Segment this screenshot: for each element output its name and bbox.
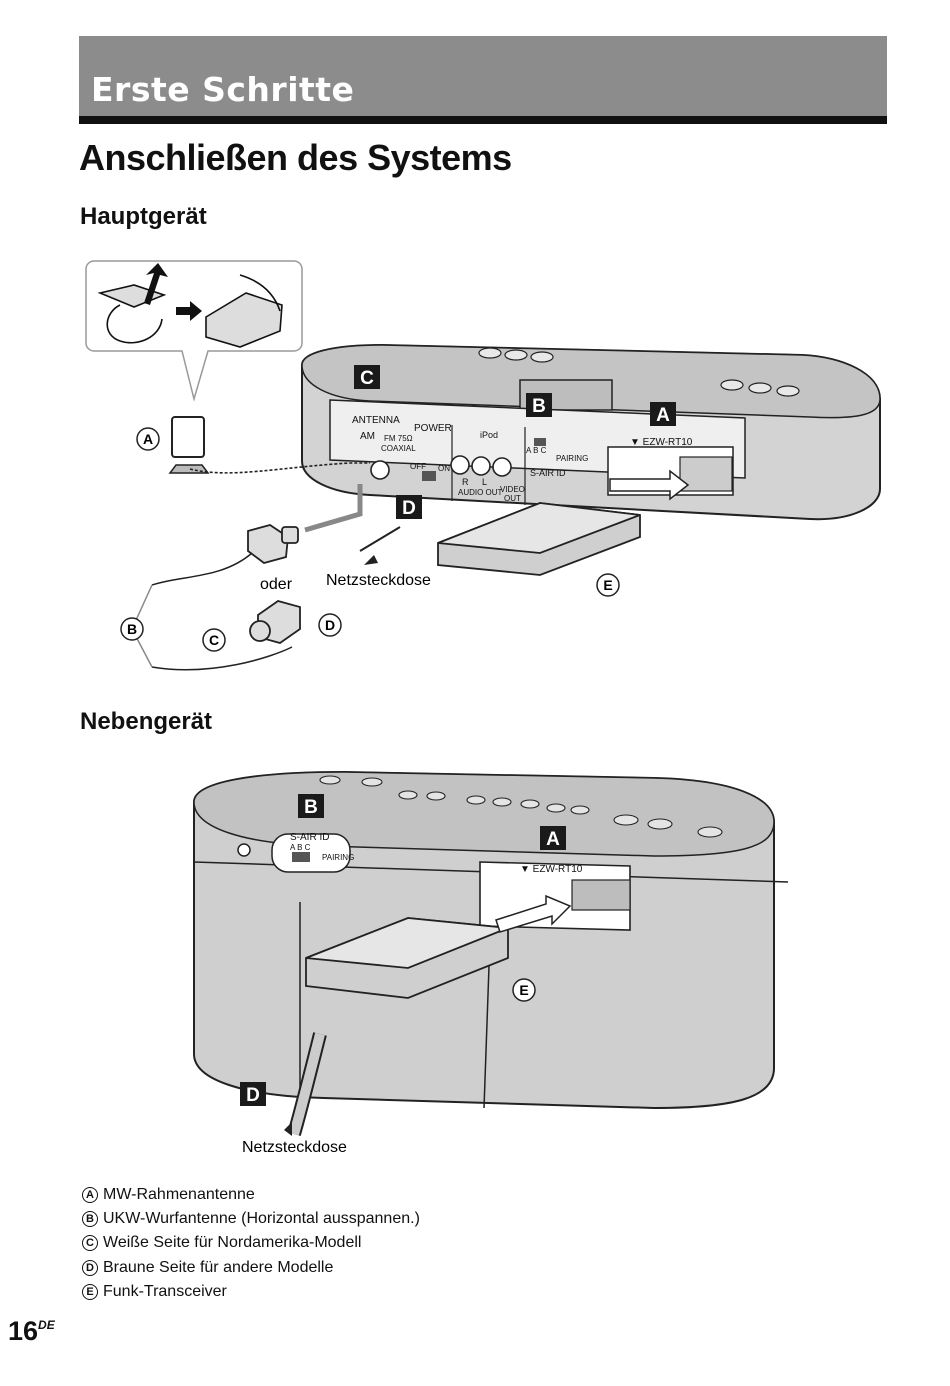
callout-circle-a-main: A (136, 427, 160, 451)
label-audio-out: AUDIO OUT (458, 488, 503, 497)
legend-text: UKW-Wurfantenne (Horizontal ausspannen.) (103, 1210, 420, 1228)
callout-box-a-main: A (650, 402, 676, 426)
callout-circle-e-sub: E (512, 978, 536, 1002)
label-sair-id-sub: S-AIR ID (290, 832, 329, 843)
transceiver-card-sub (305, 894, 572, 999)
svg-text:E: E (603, 577, 612, 593)
legend-text: Weiße Seite für Nordamerika-Modell (103, 1234, 362, 1252)
label-off: OFF (410, 462, 426, 471)
antenna-assembly-inset (85, 260, 303, 402)
fm-plug (249, 600, 301, 644)
callout-circle-c-main: C (202, 628, 226, 652)
loop-antenna (168, 416, 210, 474)
svg-text:A: A (546, 829, 560, 850)
label-l: L (482, 477, 487, 487)
label-model: ▼ EZW-RT10 (630, 437, 693, 448)
svg-text:E: E (519, 982, 528, 998)
callout-box-b-sub: B (298, 794, 324, 818)
legend-key: A (82, 1187, 98, 1204)
svg-text:D: D (246, 1085, 260, 1106)
label-model-sub: ▼ EZW-RT10 (520, 864, 583, 875)
label-video: VIDEO (500, 485, 525, 494)
callout-box-b-main: B (526, 393, 552, 417)
svg-text:C: C (209, 632, 219, 648)
sub-unit-heading: Nebengerät (80, 708, 213, 735)
label-abc: A B C (526, 446, 547, 455)
legend-key: E (82, 1283, 98, 1300)
svg-text:D: D (325, 617, 335, 633)
svg-text:C: C (360, 368, 374, 389)
label-outlet-main: Netzsteckdose (326, 572, 431, 589)
legend-item: C Weiße Seite für Nordamerika-Modell (82, 1231, 420, 1255)
section-header-bar: Erste Schritte (79, 36, 887, 124)
label-ipod: iPod (480, 430, 498, 440)
section-title: Erste Schritte (91, 70, 355, 109)
callout-box-c-main: C (354, 365, 380, 389)
legend-key: D (82, 1259, 98, 1276)
legend-key: C (82, 1235, 98, 1252)
main-unit-heading: Hauptgerät (80, 203, 207, 230)
legend-item: A MW-Rahmenantenne (82, 1183, 420, 1207)
label-outlet-sub: Netzsteckdose (242, 1139, 347, 1156)
sub-unit-diagram: B A D E S-AIR ID A B C PAIRING ▼ EZW-RT1… (193, 770, 789, 1156)
page-title: Anschließen des Systems (79, 137, 512, 178)
page-number: 16DE (8, 1316, 55, 1347)
svg-text:D: D (402, 498, 416, 519)
label-on: ON (438, 464, 450, 473)
page-number-suffix: DE (38, 1318, 55, 1332)
svg-text:B: B (304, 797, 318, 818)
label-antenna: ANTENNA (352, 415, 400, 426)
main-unit-diagram: C B A D A B C D E (85, 260, 881, 671)
label-oder: oder (260, 576, 293, 593)
callout-circle-d-main: D (318, 613, 342, 637)
legend-item: D Braune Seite für andere Modelle (82, 1256, 420, 1280)
callout-box-d-main: D (396, 495, 422, 519)
svg-text:A: A (143, 431, 153, 447)
callout-box-a-sub: A (540, 826, 566, 850)
legend-list: A MW-Rahmenantenne B UKW-Wurfantenne (Hori… (82, 1183, 420, 1304)
page-number-value: 16 (8, 1316, 39, 1346)
label-sair-id: S-AIR ID (530, 468, 566, 478)
callout-circle-b-main: B (120, 617, 144, 641)
callout-box-d-sub: D (240, 1082, 266, 1106)
label-fm: FM 75Ω (384, 434, 413, 443)
label-pairing: PAIRING (556, 454, 588, 463)
label-pairing-sub: PAIRING (322, 853, 354, 862)
label-r: R (462, 477, 469, 487)
label-out: OUT (504, 494, 521, 503)
svg-text:B: B (532, 396, 546, 417)
main-unit-body (301, 343, 881, 521)
label-am: AM (360, 431, 375, 442)
label-power: POWER (414, 423, 452, 434)
legend-text: Funk-Transceiver (103, 1282, 227, 1300)
svg-text:A: A (656, 405, 670, 426)
legend-item: B UKW-Wurfantenne (Horizontal ausspannen.… (82, 1207, 420, 1231)
callout-circle-e-main: E (596, 573, 620, 597)
label-coaxial: COAXIAL (381, 444, 416, 453)
label-abc-sub: A B C (290, 843, 311, 852)
legend-text: MW-Rahmenantenne (103, 1186, 255, 1204)
legend-text: Braune Seite für andere Modelle (103, 1258, 334, 1276)
legend-key: B (82, 1211, 98, 1228)
fm-connector (247, 524, 299, 564)
svg-text:B: B (127, 621, 137, 637)
transceiver-card-main (437, 469, 690, 576)
legend-item: E Funk-Transceiver (82, 1280, 420, 1304)
